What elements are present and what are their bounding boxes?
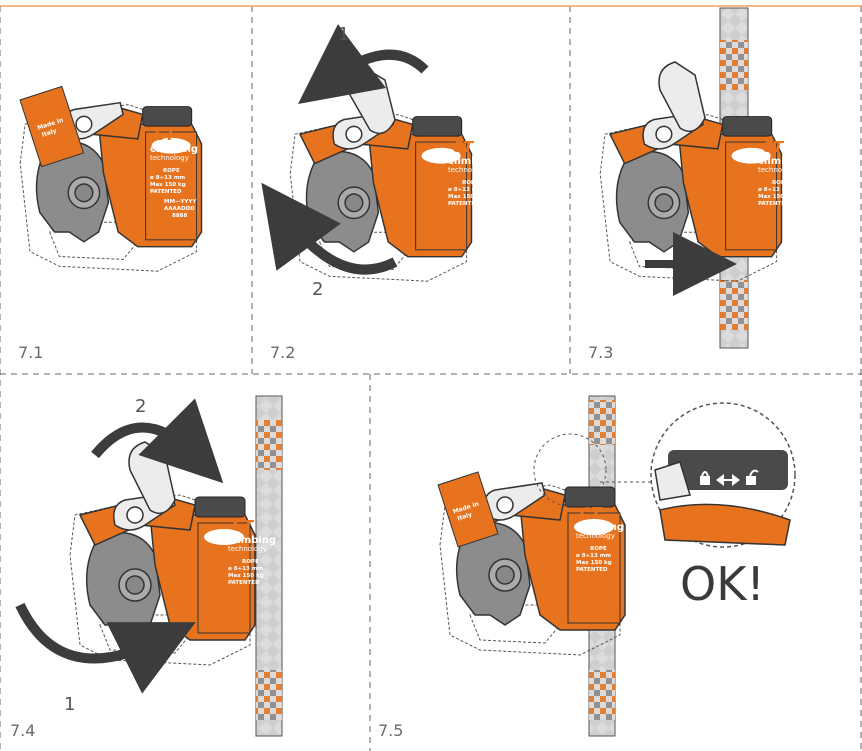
svg-text:technology: technology: [448, 166, 487, 174]
svg-text:ø 8÷13 mm: ø 8÷13 mm: [758, 187, 793, 193]
made-in-italy-tag: Made in Italy: [19, 85, 85, 168]
svg-text:climbing: climbing: [150, 144, 198, 155]
svg-text:PATENTED: PATENTED: [448, 201, 480, 207]
panel-label: 7.2: [270, 343, 295, 362]
device-label: CT climbing technology ROPE ø 8÷13 mm Ma…: [758, 138, 806, 207]
rotate-arrow-1: [297, 24, 429, 104]
svg-text:climbing: climbing: [228, 535, 276, 546]
svg-text:PATENTED: PATENTED: [576, 567, 608, 573]
svg-text:Italy: Italy: [456, 511, 473, 522]
rope-marking: [720, 40, 748, 90]
svg-text:ø 8÷13 mm: ø 8÷13 mm: [448, 187, 483, 193]
panel-7-1: Made in Italy CT climbing technology ROP…: [18, 85, 203, 362]
device-label: CT climbing technology ROPE ø 8÷13 mm Ma…: [228, 517, 276, 586]
step-number: 2: [135, 396, 146, 417]
svg-text:ROPE: ROPE: [772, 180, 789, 186]
svg-text:PATENTED: PATENTED: [150, 189, 182, 195]
rope-marking: [720, 280, 748, 330]
svg-text:Max 150 kg: Max 150 kg: [576, 560, 612, 566]
panel-grid: [0, 6, 862, 751]
svg-text:technology: technology: [228, 545, 267, 553]
device-label: CT climbing technology ROPE ø 8÷13 mm Ma…: [150, 126, 198, 219]
lock-icon: [700, 476, 710, 485]
svg-text:CT: CT: [452, 138, 475, 156]
svg-text:CT: CT: [232, 517, 255, 535]
panel-7-4: CT climbing technology ROPE ø 8÷13 mm Ma…: [10, 395, 283, 740]
rope-marking: [256, 670, 282, 720]
svg-text:technology: technology: [576, 532, 615, 540]
panel-label: 7.3: [588, 343, 613, 362]
svg-text:climbing: climbing: [758, 156, 806, 167]
svg-text:PATENTED: PATENTED: [228, 580, 260, 586]
svg-text:climbing: climbing: [448, 156, 496, 167]
device-label: CT climbing technology ROPE ø 8÷13 mm Ma…: [448, 138, 496, 207]
ok-label: OK!: [680, 557, 765, 611]
svg-text:ROPE: ROPE: [590, 546, 607, 552]
panel-7-5: Made in Italy CT climbing technology ROP…: [378, 395, 796, 740]
zoom-detail: [650, 402, 796, 548]
rotate-arrow-1: [15, 602, 196, 694]
step-number: 1: [338, 24, 349, 45]
svg-text:ø 8÷13 mm: ø 8÷13 mm: [576, 553, 611, 559]
step-number: 2: [312, 279, 323, 300]
open-lever: [658, 61, 706, 133]
svg-text:PATENTED: PATENTED: [758, 201, 790, 207]
svg-text:8888: 8888: [172, 213, 187, 219]
step-number: 1: [64, 694, 75, 715]
made-in-italy-tag: Made in Italy: [437, 471, 499, 548]
svg-text:ROPE: ROPE: [462, 180, 479, 186]
panel-7-2: CT climbing technology ROPE ø 8÷13 mm Ma…: [261, 24, 496, 362]
svg-text:CT: CT: [580, 504, 603, 522]
panel-label: 7.1: [18, 343, 43, 362]
svg-text:Max 150 kg: Max 150 kg: [228, 573, 264, 579]
panel-7-3: CT climbing technology ROPE ø 8÷13 mm Ma…: [588, 7, 806, 362]
svg-text:technology: technology: [150, 154, 189, 162]
device-illustration: [69, 492, 256, 666]
svg-text:CT: CT: [762, 138, 785, 156]
svg-text:ROPE: ROPE: [242, 559, 259, 565]
device-illustration: [599, 111, 783, 282]
svg-text:AAAADDD: AAAADDD: [164, 206, 195, 212]
panel-label: 7.4: [10, 721, 35, 740]
svg-text:ROPE: ROPE: [163, 168, 180, 174]
rotate-arrow-2: [91, 398, 224, 484]
device-label: CT climbing technology ROPE ø 8÷13 mm Ma…: [576, 504, 624, 573]
svg-text:technology: technology: [758, 166, 797, 174]
svg-text:climbing: climbing: [576, 522, 624, 533]
svg-text:Italy: Italy: [41, 127, 58, 138]
svg-text:Max 150 kg: Max 150 kg: [150, 182, 186, 188]
rope-marking: [589, 400, 615, 445]
svg-text:MM—YYYY: MM—YYYY: [164, 199, 197, 205]
svg-text:Max 150 kg: Max 150 kg: [448, 194, 484, 200]
svg-text:Max 150 kg: Max 150 kg: [758, 194, 794, 200]
focus-circle: [533, 433, 607, 507]
panel-label: 7.5: [378, 721, 403, 740]
double-arrow-icon: [716, 474, 740, 486]
svg-text:ø 8÷13 mm: ø 8÷13 mm: [150, 175, 185, 181]
svg-text:ø 8÷13 mm: ø 8÷13 mm: [228, 566, 263, 572]
rope-marking: [589, 670, 615, 720]
rope-marking: [256, 420, 282, 470]
unlock-icon: [746, 476, 756, 485]
rotate-arrow-2: [261, 182, 398, 275]
svg-text:CT: CT: [154, 126, 177, 144]
